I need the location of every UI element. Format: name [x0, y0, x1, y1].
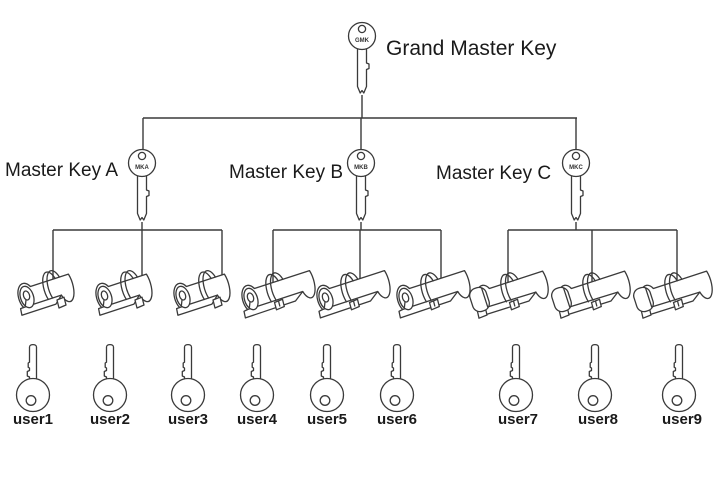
- user-key-1-label: user1: [12, 411, 54, 428]
- user-key-2-label: user2: [89, 411, 131, 428]
- master-key-c-code: MKC: [569, 165, 583, 171]
- user-key-4-icon: [239, 341, 275, 415]
- user-key-5-icon: [309, 341, 345, 415]
- master-key-c-label: Master Key C: [436, 163, 552, 184]
- user-key-6-label: user6: [376, 411, 418, 428]
- master-key-a-code: MKA: [135, 165, 149, 171]
- grand-master-key-label: Grand Master Key: [386, 37, 557, 60]
- lock-double-cylinder-5-icon: [312, 265, 392, 327]
- grand-master-key-code: GMK: [355, 38, 370, 44]
- master-key-a-icon: MKA: [126, 148, 158, 226]
- lock-half-cylinder-3-icon: [171, 267, 235, 325]
- master-key-b-icon: MKB: [345, 148, 377, 226]
- user-key-3-label: user3: [167, 411, 209, 428]
- user-key-1-icon: [15, 341, 51, 415]
- user-key-6-icon: [379, 341, 415, 415]
- user-key-7-label: user7: [497, 411, 539, 428]
- user-key-5-label: user5: [306, 411, 348, 428]
- lock-thumbturn-cylinder-8-icon: [548, 263, 636, 327]
- lock-double-cylinder-4-icon: [237, 265, 317, 327]
- user-key-2-icon: [92, 341, 128, 415]
- grand-master-key-icon: GMK: [346, 21, 378, 99]
- user-key-9-icon: [661, 341, 697, 415]
- user-key-8-label: user8: [577, 411, 619, 428]
- lock-double-cylinder-6-icon: [392, 265, 472, 327]
- master-key-b-code: MKB: [354, 165, 368, 171]
- user-key-3-icon: [170, 341, 206, 415]
- lock-thumbturn-cylinder-9-icon: [630, 263, 718, 327]
- lock-half-cylinder-1-icon: [15, 267, 79, 325]
- master-key-a-label: Master Key A: [5, 160, 118, 181]
- user-key-4-label: user4: [236, 411, 278, 428]
- user-key-7-icon: [498, 341, 534, 415]
- user-key-8-icon: [577, 341, 613, 415]
- user-key-9-label: user9: [661, 411, 703, 428]
- lock-thumbturn-cylinder-7-icon: [466, 263, 554, 327]
- master-key-b-label: Master Key B: [229, 162, 344, 183]
- master-key-c-icon: MKC: [560, 148, 592, 226]
- lock-half-cylinder-2-icon: [93, 267, 157, 325]
